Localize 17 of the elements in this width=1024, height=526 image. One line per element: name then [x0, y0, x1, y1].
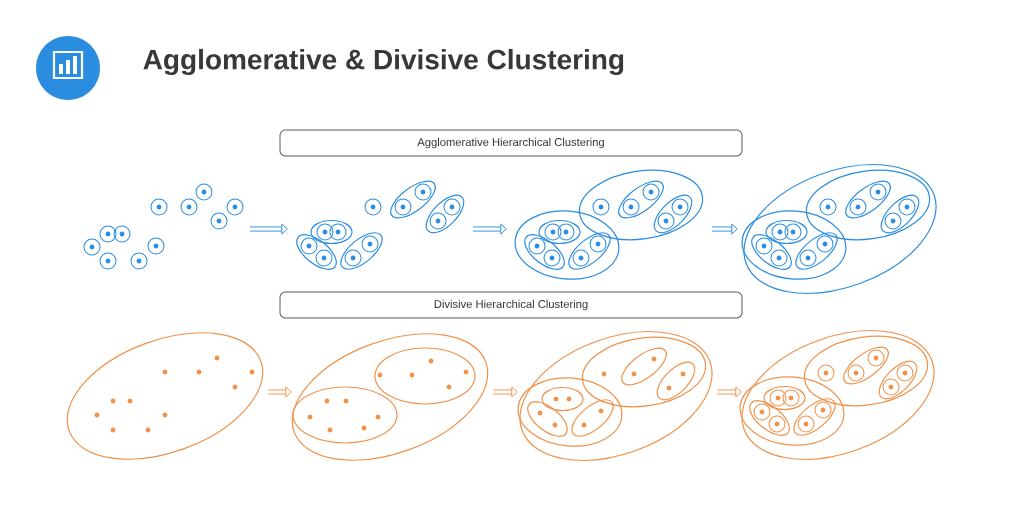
- cluster-drawing: [741, 164, 937, 294]
- cluster-drawing: [291, 333, 489, 461]
- heading-box: Divisive Hierarchical Clustering: [279, 291, 743, 319]
- title: Agglomerative & Divisive Clustering: [143, 48, 624, 76]
- cluster-drawing: [517, 331, 713, 461]
- cluster-drawing: [296, 180, 465, 270]
- arrow: [493, 386, 518, 398]
- cluster-drawing: [83, 183, 244, 270]
- arrow: [250, 223, 288, 235]
- arrow: [717, 386, 742, 398]
- arrow: [473, 223, 507, 235]
- heading-box: Agglomerative Hierarchical Clustering: [279, 129, 743, 157]
- cluster-drawing: [739, 330, 935, 460]
- cluster-drawing: [66, 332, 264, 460]
- arrow: [712, 223, 738, 235]
- cluster-drawing: [514, 169, 704, 280]
- arrow: [268, 386, 292, 398]
